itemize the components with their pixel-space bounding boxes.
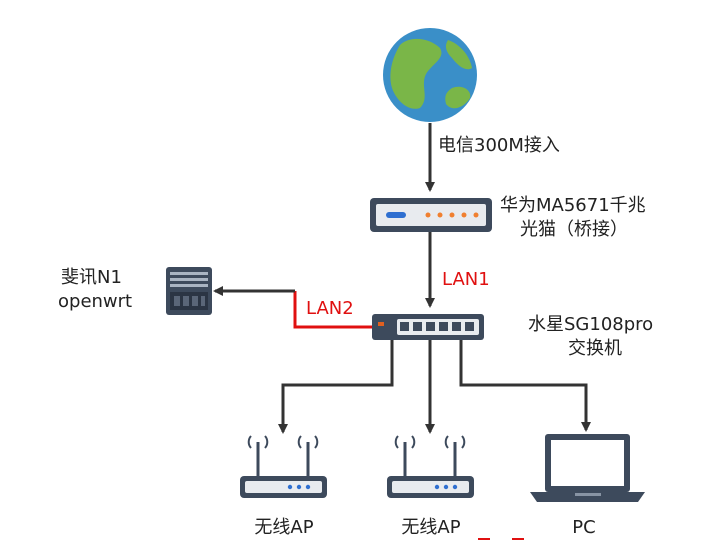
red-mark xyxy=(478,538,490,540)
lan2-link xyxy=(293,291,372,329)
internet-uplink-label: 电信300M接入 xyxy=(438,135,560,156)
modem-label-line2: 光猫（桥接） xyxy=(520,219,628,240)
laptop-icon xyxy=(530,434,645,502)
ap2-label: 无线AP xyxy=(401,517,461,538)
modem-icon xyxy=(370,198,492,232)
globe-icon xyxy=(383,28,477,122)
n1-label-line2: openwrt xyxy=(58,291,133,312)
switch-label-line1: 水星SG108pro xyxy=(528,314,654,335)
lan2-label: LAN2 xyxy=(306,298,354,319)
ap1-link xyxy=(278,340,394,434)
wireless-ap-2-icon xyxy=(387,435,474,498)
red-mark xyxy=(512,538,524,540)
lan1-label: LAN1 xyxy=(442,269,490,290)
pc-label: PC xyxy=(572,517,596,538)
ap1-label: 无线AP xyxy=(254,517,314,538)
wireless-ap-1-icon xyxy=(240,435,327,498)
switch-icon xyxy=(372,314,484,340)
pc-link xyxy=(459,340,591,432)
n1-box-icon xyxy=(166,267,212,315)
modem-label-line1: 华为MA5671千兆 xyxy=(500,195,646,216)
n1-label-line1: 斐讯N1 xyxy=(61,267,122,288)
switch-label-line2: 交换机 xyxy=(568,338,622,359)
